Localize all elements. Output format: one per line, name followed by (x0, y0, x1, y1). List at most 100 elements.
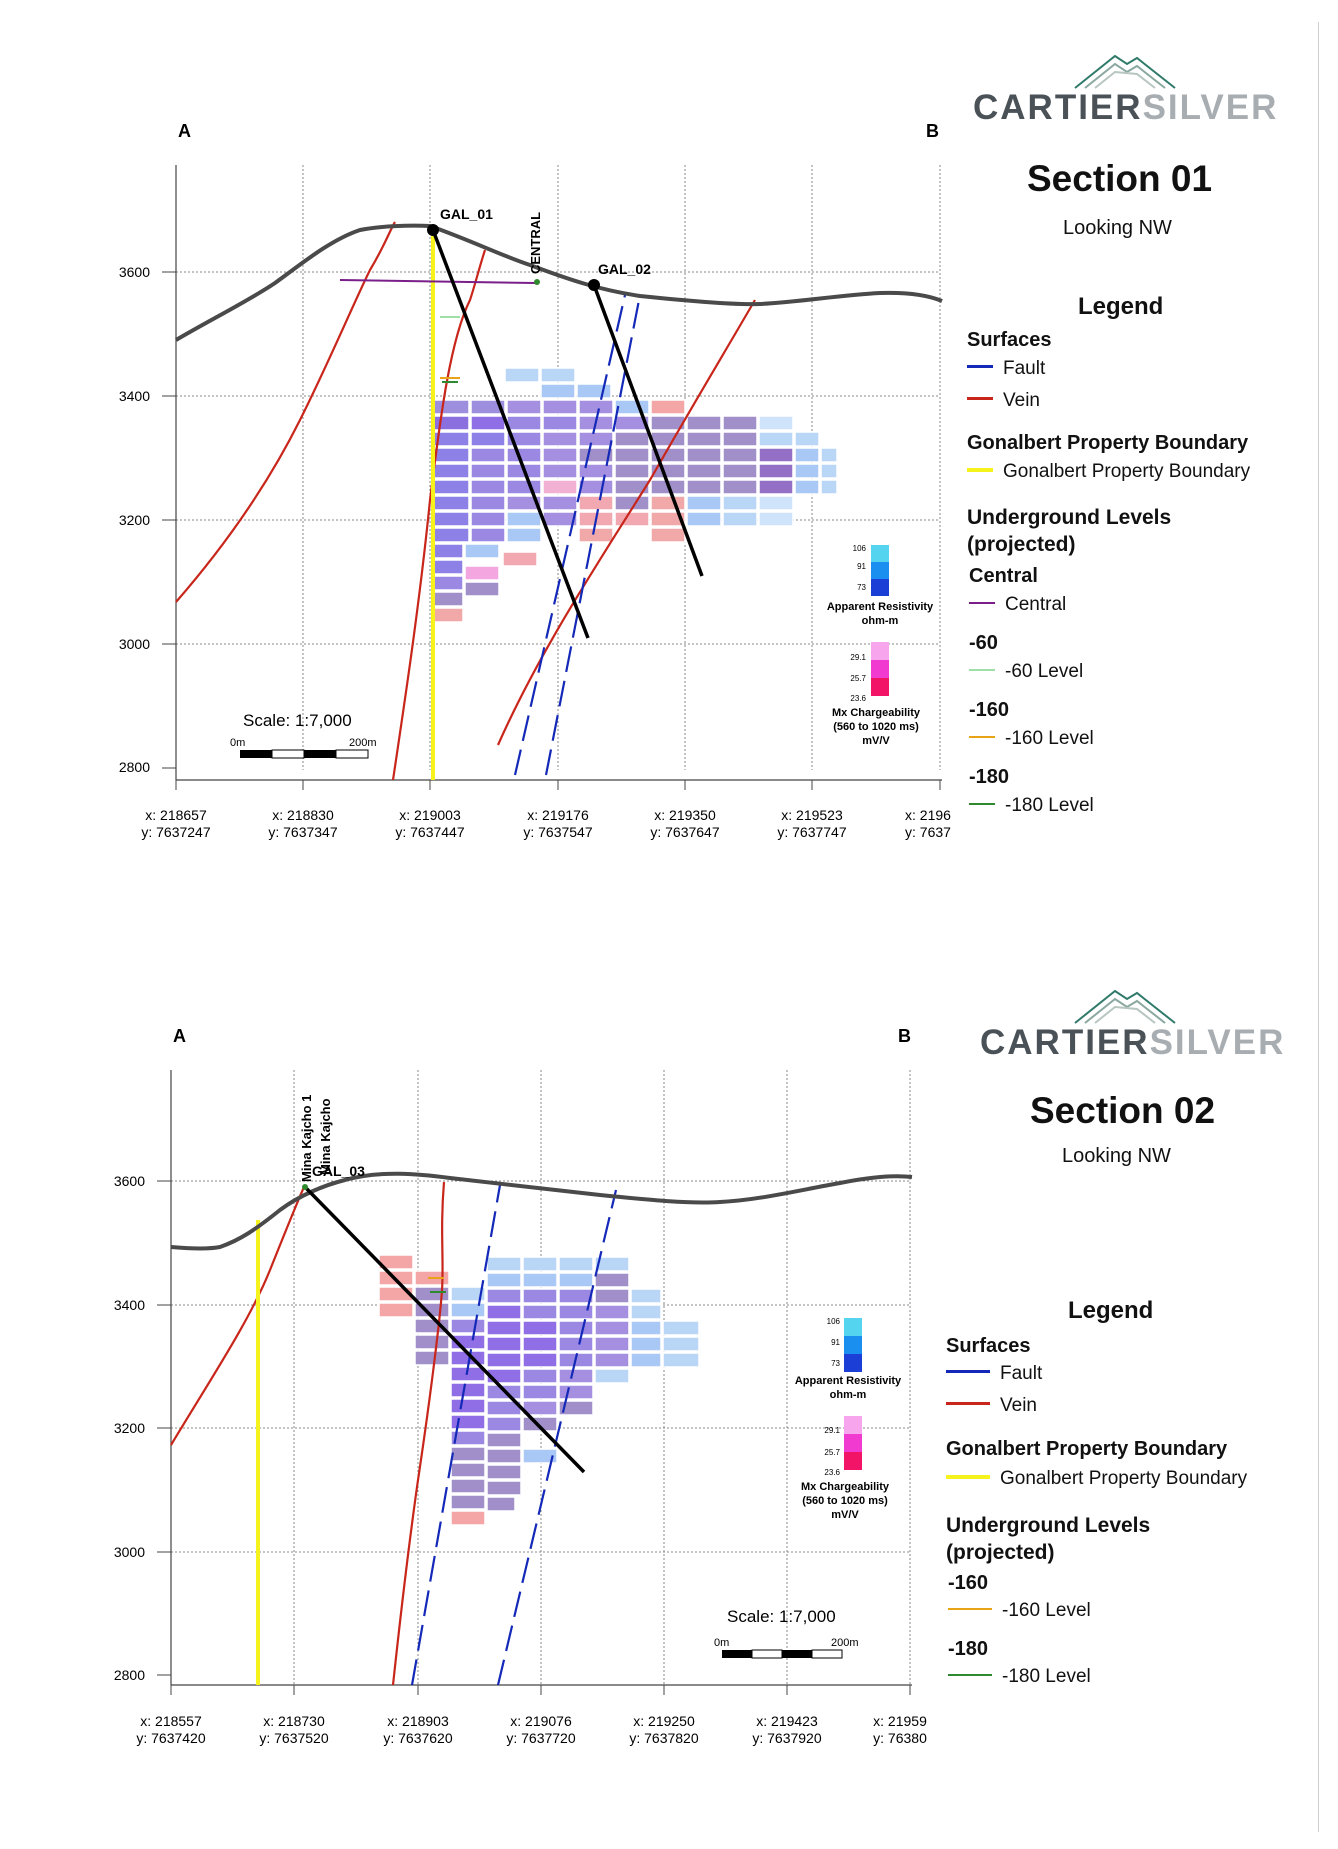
x-tick-x: x: 2196 (905, 807, 951, 823)
x-tick-x: x: 218557 (140, 1713, 202, 1729)
x-tick-y: y: 7637620 (383, 1730, 452, 1746)
legend-label: -160 Level (1005, 728, 1094, 749)
fault-swatch (967, 365, 993, 369)
legend-l60-heading: -60 (969, 632, 998, 654)
resistivity-title: Apparent Resistivity (827, 601, 934, 613)
mountain-logo-icon (1074, 989, 1176, 1024)
fault-lines (513, 294, 642, 776)
resistivity-tick: 91 (857, 562, 866, 571)
chargeability-tick: 29.1 (850, 653, 866, 662)
cartier-silver-logo: CARTIERSILVER (980, 985, 1283, 1065)
logo-text-light: SILVER (1142, 88, 1279, 127)
section-end-label-a: A (178, 121, 191, 141)
x-tick-y: y: 7637247 (141, 824, 210, 840)
resistivity-unit: ohm-m (830, 1389, 867, 1401)
legend-surfaces-heading: Surfaces (946, 1335, 1031, 1357)
vein-lines (170, 1181, 446, 1686)
chargeability-tick: 23.6 (824, 1468, 840, 1477)
x-tick-x: x: 219350 (654, 807, 716, 823)
logo-text-light: SILVER (1149, 1023, 1286, 1062)
resistivity-tick: 91 (831, 1338, 840, 1347)
working-label: Mina Kajcho (318, 1098, 333, 1175)
chargeability-window: (560 to 1020 ms) (802, 1495, 888, 1507)
section-02-plot: A B 3600 3400 3200 3000 2800 (114, 1026, 927, 1746)
chargeability-tick: 25.7 (824, 1448, 840, 1457)
logo-text-dark: CARTIER (973, 88, 1143, 127)
logo-text-dark: CARTIER (980, 1023, 1150, 1062)
scale-end: 200m (831, 1637, 859, 1649)
drillhole-label: GAL_02 (598, 261, 651, 277)
topography-profile (170, 1171, 913, 1251)
resistivity-colorbar: 106 91 73 Apparent Resistivity ohm-m (827, 544, 934, 627)
x-tick-y: y: 7637 (905, 824, 951, 840)
section-01-plot: A B 3600 3400 3200 3000 2800 (119, 121, 951, 840)
resistivity-unit: ohm-m (862, 615, 899, 627)
geophysics-block-model (378, 1254, 700, 1526)
chargeability-tick: 23.6 (850, 694, 866, 703)
working-marker-icon (534, 279, 540, 285)
geophysics-block-model (432, 367, 838, 623)
x-tick-y: y: 7637547 (523, 824, 592, 840)
legend-boundary-heading: Gonalbert Property Boundary (967, 432, 1249, 454)
drillhole-collar-icon (302, 1184, 308, 1190)
x-axis-ticks: x: 218557 y: 7637420 x: 218730 y: 763752… (136, 1685, 927, 1746)
legend-label: Fault (1003, 358, 1046, 379)
boundary-swatch (967, 467, 993, 472)
l180-swatch (948, 1673, 992, 1676)
legend-l180-heading: -180 (969, 766, 1010, 788)
x-tick-y: y: 7637720 (506, 1730, 575, 1746)
legend-item-vein: Vein (967, 389, 1040, 413)
y-tick-label: 2800 (119, 759, 150, 775)
l60-swatch (969, 668, 995, 671)
x-tick-y: y: 7637747 (777, 824, 846, 840)
drillhole-label: GAL_03 (312, 1163, 365, 1179)
legend-item-central: Central (969, 593, 1066, 617)
drillhole-trace (303, 1185, 586, 1474)
chargeability-tick: 29.1 (824, 1426, 840, 1435)
l160-swatch (969, 735, 995, 738)
section-02-panel: A B 3600 3400 3200 3000 2800 (0, 900, 1338, 1800)
resistivity-tick: 73 (857, 583, 866, 592)
section-end-label-b: B (898, 1026, 911, 1046)
x-tick-x: x: 219076 (510, 1713, 572, 1729)
x-tick-x: x: 218830 (272, 807, 334, 823)
legend-item-fault: Fault (946, 1362, 1042, 1386)
x-tick-y: y: 7637520 (259, 1730, 328, 1746)
legend-levels-heading-line2: (projected) (967, 533, 1076, 556)
section-01-panel: A B 3600 3400 3200 3000 2800 (0, 0, 1338, 900)
section-title: Section 01 (1027, 158, 1213, 199)
chargeability-tick: 25.7 (850, 674, 866, 683)
x-tick-x: x: 219003 (399, 807, 461, 823)
resistivity-tick: 106 (827, 1317, 841, 1326)
y-tick-label: 3600 (119, 264, 150, 280)
vein-swatch (967, 397, 993, 401)
page-right-rule (1318, 22, 1319, 1832)
section-end-label-b: B (926, 121, 939, 141)
legend-boundary-heading: Gonalbert Property Boundary (946, 1438, 1228, 1460)
section-subtitle: Looking NW (1063, 217, 1172, 239)
chargeability-title: Mx Chargeability (832, 707, 921, 719)
l180-swatch (969, 802, 995, 805)
central-swatch (969, 601, 995, 604)
x-tick-y: y: 7637347 (268, 824, 337, 840)
y-tick-label: 3000 (119, 636, 150, 652)
chargeability-unit: mV/V (862, 735, 890, 747)
legend-levels-heading-line1: Underground Levels (946, 1514, 1151, 1537)
working-label: CENTRAL (528, 212, 543, 274)
chargeability-unit: mV/V (831, 1509, 859, 1521)
legend-label: Fault (1000, 1363, 1043, 1384)
resistivity-colorbar: 106 91 73 Apparent Resistivity ohm-m (795, 1317, 902, 1401)
legend-label: -60 Level (1005, 661, 1084, 682)
chargeability-title: Mx Chargeability (801, 1481, 890, 1493)
legend-item-vein: Vein (946, 1394, 1037, 1418)
legend-label: Vein (1003, 390, 1040, 411)
scale-text: Scale: 1:7,000 (727, 1607, 836, 1626)
x-tick-y: y: 7637647 (650, 824, 719, 840)
legend-title: Legend (1068, 1297, 1154, 1324)
legend-surfaces-heading: Surfaces (967, 329, 1052, 351)
legend-item-l180: -180 Level (969, 794, 1094, 818)
x-tick-x: x: 219250 (633, 1713, 695, 1729)
resistivity-tick: 73 (831, 1359, 840, 1368)
y-tick-label: 3200 (119, 512, 150, 528)
fault-lines (410, 1184, 618, 1686)
